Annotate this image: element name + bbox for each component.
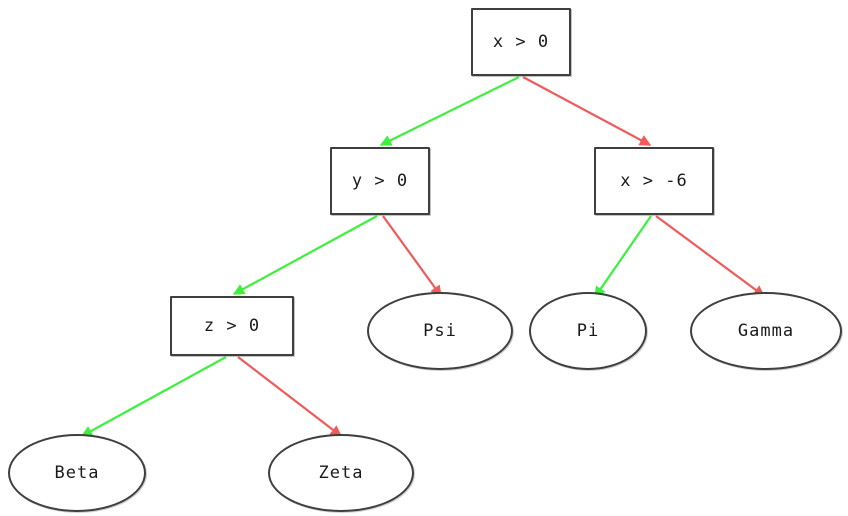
edge-y-test-to-psi: [382, 215, 442, 298]
node-root[interactable]: x > 0: [471, 8, 571, 76]
node-pi[interactable]: Pi: [529, 292, 647, 370]
node-label-root: x > 0: [492, 32, 550, 52]
node-y-test[interactable]: y > 0: [330, 147, 430, 215]
edge-x-neg6-test-to-pi: [594, 215, 652, 299]
edge-z-test-to-beta: [80, 356, 227, 437]
node-label-psi: Psi: [423, 321, 457, 341]
node-gamma[interactable]: Gamma: [690, 292, 842, 370]
node-z-test[interactable]: z > 0: [170, 296, 294, 356]
node-label-zeta: Zeta: [318, 463, 364, 483]
node-label-z-test: z > 0: [203, 316, 261, 336]
edge-root-to-y-test: [379, 76, 520, 146]
node-label-y-test: y > 0: [351, 171, 409, 191]
node-psi[interactable]: Psi: [367, 292, 513, 370]
edge-z-test-to-zeta: [237, 356, 343, 437]
node-label-pi: Pi: [576, 321, 600, 341]
node-label-x-neg6-test: x > -6: [620, 171, 688, 191]
node-label-gamma: Gamma: [737, 321, 795, 341]
node-zeta[interactable]: Zeta: [268, 434, 414, 512]
edge-x-neg6-test-to-gamma: [655, 215, 766, 297]
edge-y-test-to-z-test: [232, 215, 378, 295]
node-x-neg6-test[interactable]: x > -6: [594, 147, 714, 215]
node-label-beta: Beta: [54, 463, 100, 483]
edge-root-to-x-neg6-test: [522, 76, 652, 146]
node-beta[interactable]: Beta: [8, 434, 146, 512]
